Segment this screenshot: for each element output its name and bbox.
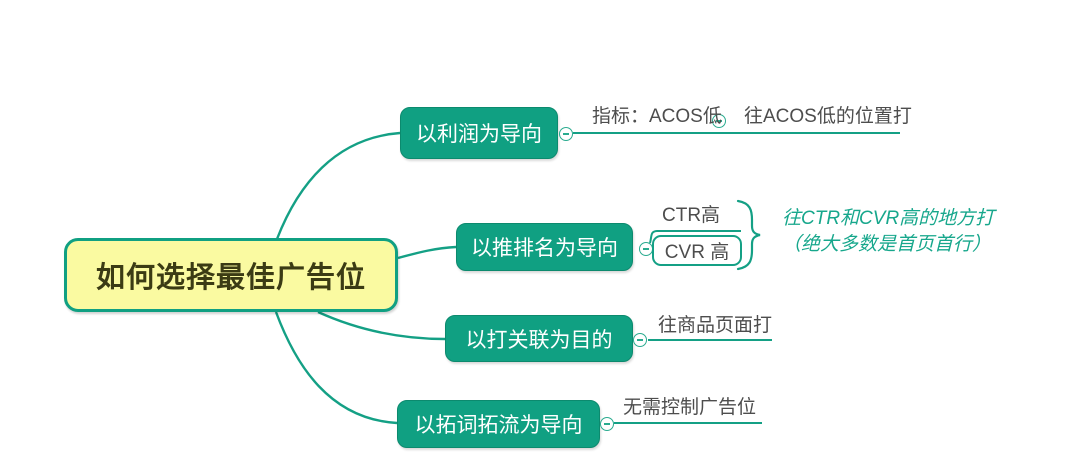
collapse-toggle-icon[interactable] [633,333,647,347]
subtopic-action-no-control[interactable]: 无需控制广告位 [623,397,757,418]
branch-topic-relation[interactable]: 以打关联为目的 [445,315,633,362]
branch-connector [317,310,446,341]
branch-connector [275,131,401,240]
minus-icon [716,120,722,122]
summary-note-line2: （绝大多数是首页首行） [782,234,992,255]
root-topic[interactable]: 如何选择最佳广告位 [64,238,398,312]
collapse-toggle-icon[interactable] [559,127,573,141]
summary-note-line1: 往CTR和CVR高的地方打 [782,208,995,229]
subtopic-action-acos[interactable]: 往ACOS低的位置打 [744,106,912,127]
minus-icon [563,133,569,135]
subtopic-action-product-page[interactable]: 往商品页面打 [658,315,773,336]
branch-connector [397,245,457,260]
minus-icon [637,339,643,341]
collapse-toggle-icon[interactable] [639,242,653,256]
subtopic-cvr[interactable]: CVR 高 [652,235,742,266]
minus-icon [643,248,649,250]
subtopic-ctr[interactable]: CTR高 [662,205,721,226]
minus-icon [604,423,610,425]
summary-note[interactable]: 往CTR和CVR高的地方打 （绝大多数是首页首行） [782,206,994,258]
branch-topic-profit[interactable]: 以利润为导向 [400,107,558,159]
branch-connector [274,311,398,425]
curly-brace-icon [736,199,761,271]
collapse-toggle-icon[interactable] [600,417,614,431]
subtopic-metric-acos[interactable]: 指标：ACOS低 [592,106,722,127]
branch-topic-expand-traffic[interactable]: 以拓词拓流为导向 [397,400,600,448]
branch-topic-rank[interactable]: 以推排名为导向 [456,223,633,271]
collapse-toggle-icon[interactable] [712,114,726,128]
